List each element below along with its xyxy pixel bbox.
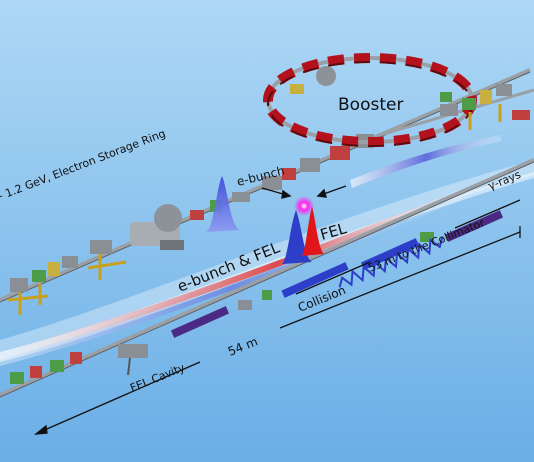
- fel-beam-red: [0, 190, 462, 360]
- lower-beamline-shadow: [0, 161, 534, 398]
- distance-line-53m: [295, 199, 521, 295]
- equipment-cluster-right: [440, 84, 530, 130]
- lower-beamline: [0, 158, 534, 397]
- electron-beam-blue: [0, 196, 462, 366]
- equipment-cluster-left: [7, 256, 78, 315]
- collision-spark: [294, 196, 314, 216]
- e-bunch-pulse: [206, 176, 240, 232]
- light-band: [0, 160, 534, 360]
- converging-arrows: [261, 185, 347, 199]
- booster-label: Booster: [338, 95, 403, 115]
- distance-line-54m: [33, 226, 521, 435]
- electron-sweep-upper: [350, 135, 502, 188]
- fel-red-pulse: [302, 206, 324, 256]
- gamma-ray-wave: [338, 236, 444, 288]
